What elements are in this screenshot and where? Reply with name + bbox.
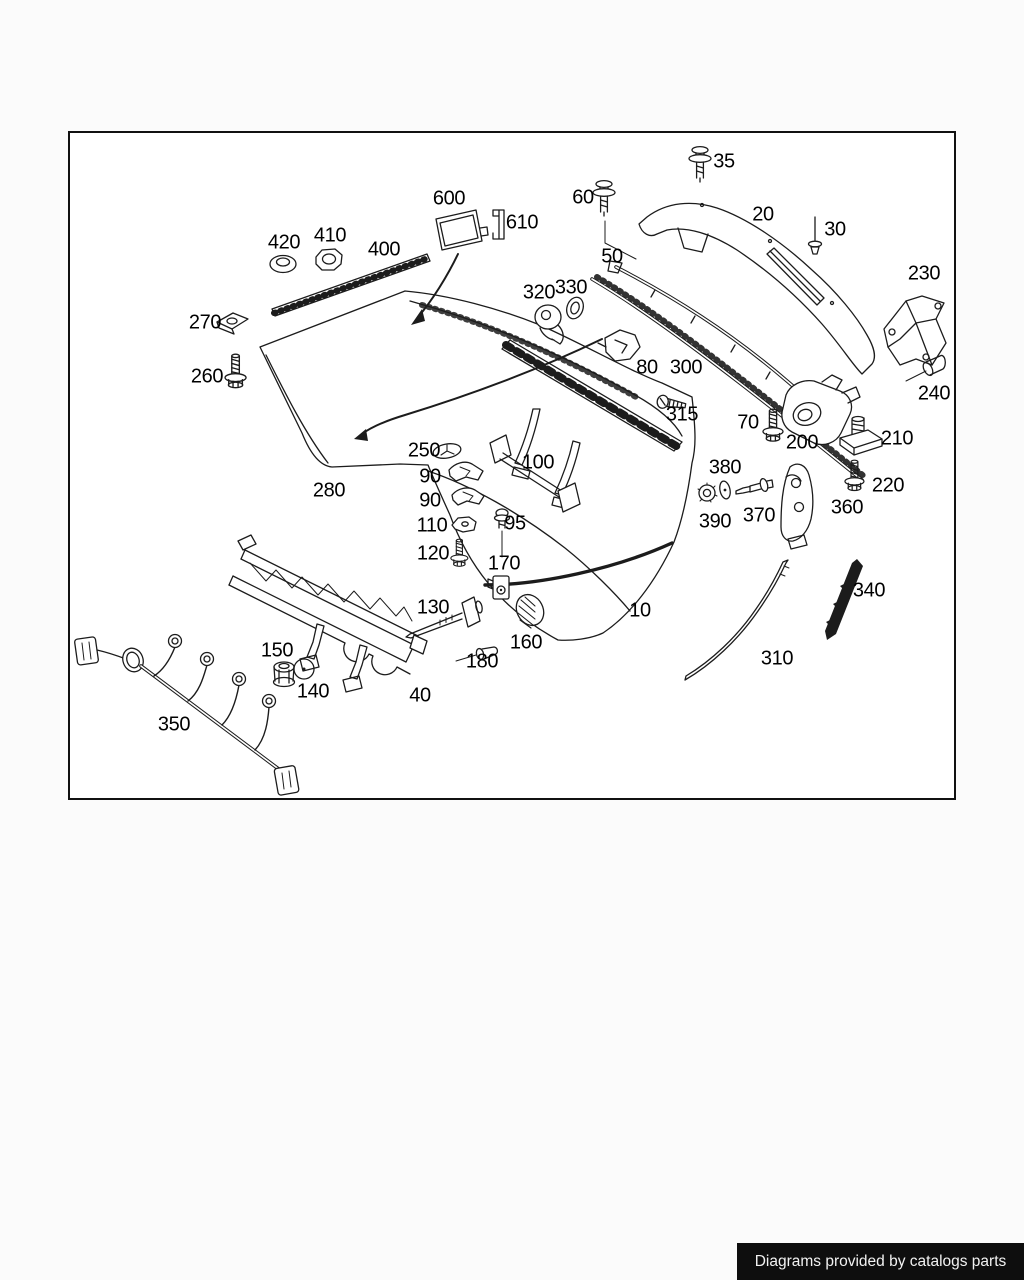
part-label-200: 200 [785,431,819,454]
sensor-320 [534,304,564,345]
part-label-35: 35 [713,150,735,173]
washer-420 [269,254,297,274]
part-label-220: 220 [871,474,905,497]
strip-340 [825,559,863,640]
part-label-370: 370 [742,504,776,527]
part-label-100: 100 [521,451,555,474]
emblem-250 [432,443,462,459]
slat-400 [271,253,431,317]
part-label-300: 300 [669,356,703,379]
clip-80 [597,329,641,362]
housing-200 [781,374,861,446]
clip-270 [216,312,249,335]
part-label-60: 60 [572,186,594,209]
part-label-30: 30 [824,218,846,241]
part-label-250: 250 [407,439,441,462]
part-label-260: 260 [190,365,224,388]
part-label-410: 410 [313,224,347,247]
part-label-40: 40 [409,684,431,707]
bracket-210 [839,415,883,456]
washer-380 [719,480,731,500]
part-label-390: 390 [698,510,732,533]
clip-110 [451,516,477,533]
part-label-420: 420 [267,231,301,254]
clip-90-lower [451,487,485,506]
part-label-50: 50 [601,245,623,268]
part-label-90: 90 [419,465,441,488]
part-label-110: 110 [416,514,448,537]
part-label-90: 90 [419,489,441,512]
part-label-120: 120 [416,542,450,565]
bolt-180 [455,646,499,662]
part-label-240: 240 [917,382,951,405]
part-label-330: 330 [554,276,588,299]
part-label-230: 230 [907,262,941,285]
part-label-380: 380 [708,456,742,479]
bumper-cover-10 [259,290,696,641]
wiring-harness-350 [74,633,300,796]
part-label-180: 180 [465,650,499,673]
grommet-330 [566,296,584,320]
part-label-20: 20 [752,203,774,226]
clip-90-upper [448,461,484,482]
pointer-curve-80 [354,338,603,441]
plug-160 [515,593,545,629]
clip-170 [487,575,510,600]
part-label-140: 140 [296,680,330,703]
part-label-350: 350 [157,713,191,736]
pin-130 [405,596,483,639]
part-label-170: 170 [487,552,521,575]
part-label-310: 310 [760,647,794,670]
part-label-340: 340 [852,579,886,602]
part-label-610: 610 [505,211,539,234]
part-label-70: 70 [737,411,759,434]
impact-rail [501,339,683,452]
screw-315 [656,394,687,409]
nut-150 [272,661,296,688]
control-module-600 [435,209,489,251]
part-label-360: 360 [830,496,864,519]
part-label-95: 95 [504,512,526,535]
footer-credit-bar: Diagrams provided by catalogs parts [737,1243,1024,1280]
part-label-600: 600 [432,187,466,210]
part-label-80: 80 [636,356,658,379]
part-label-280: 280 [312,479,346,502]
crossmember-40 [228,534,428,693]
part-label-160: 160 [509,631,543,654]
washer-390 [697,482,718,503]
trim-strip-310 [684,559,790,681]
part-label-270: 270 [188,311,222,334]
nut-410 [315,248,343,271]
bracket-assembly-100 [489,408,581,513]
part-label-320: 320 [522,281,556,304]
diffuser-panel-20 [638,202,876,375]
rivet-30 [807,216,823,255]
exploded-parts-diagram [74,145,947,796]
bracket-360 [780,463,814,550]
part-label-315: 315 [665,403,699,426]
bracket-610 [492,209,505,240]
screw-95 [493,508,511,558]
bracket-230 [883,295,947,366]
part-label-150: 150 [260,639,294,662]
part-label-210: 210 [880,427,914,450]
footer-credit-text: Diagrams provided by catalogs parts [754,1252,1007,1270]
pin-370 [735,477,774,495]
clip-240 [905,354,946,382]
arrow-600 [411,253,459,325]
part-label-400: 400 [367,238,401,261]
disc-140 [293,658,315,680]
part-label-10: 10 [629,599,651,622]
part-label-130: 130 [416,596,450,619]
leader-line-60 [604,220,637,260]
